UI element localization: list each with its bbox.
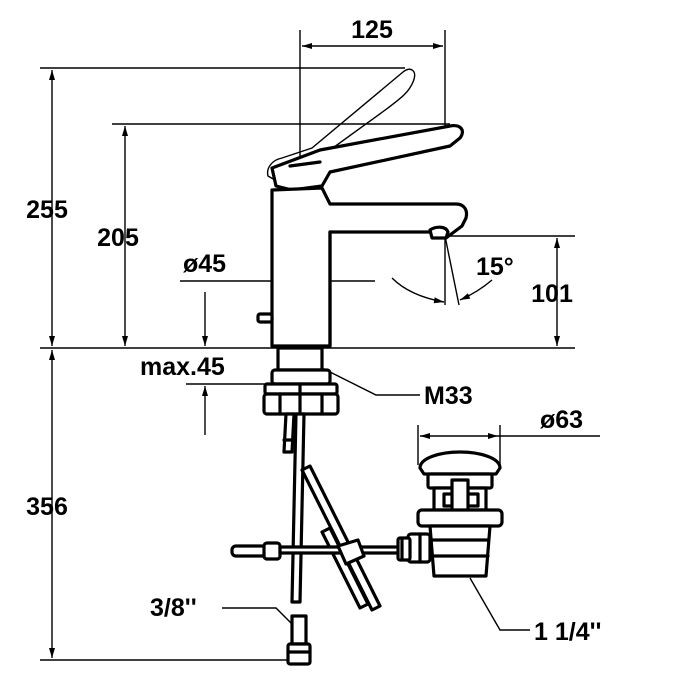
pop-up-linkage [230,464,402,612]
dimension-lines [49,43,600,658]
mounting-assembly [262,346,340,416]
dim-supply-connection: 3/8'' [150,594,197,622]
dimension-labels: 125 255 205 ø45 15° 101 max.45 M33 ø63 3… [26,16,601,646]
faucet-body [256,124,469,348]
dim-total-height: 255 [26,196,68,224]
leader-lines [222,367,530,631]
dim-max-thickness: max.45 [140,353,225,381]
dim-waste-diameter: ø63 [540,406,583,434]
dim-body-diameter: ø45 [183,250,226,278]
dim-spout-height: 101 [531,280,573,308]
dim-spout-angle: 15° [476,253,514,281]
supply-hoses [282,412,312,666]
dim-top-width: 125 [351,16,393,44]
waste-drain [396,450,504,578]
dim-below-deck: 356 [26,493,68,521]
dim-body-height: 205 [97,224,139,252]
dim-thread: M33 [424,382,473,410]
dim-waste-connection: 1 1/4'' [534,618,602,646]
